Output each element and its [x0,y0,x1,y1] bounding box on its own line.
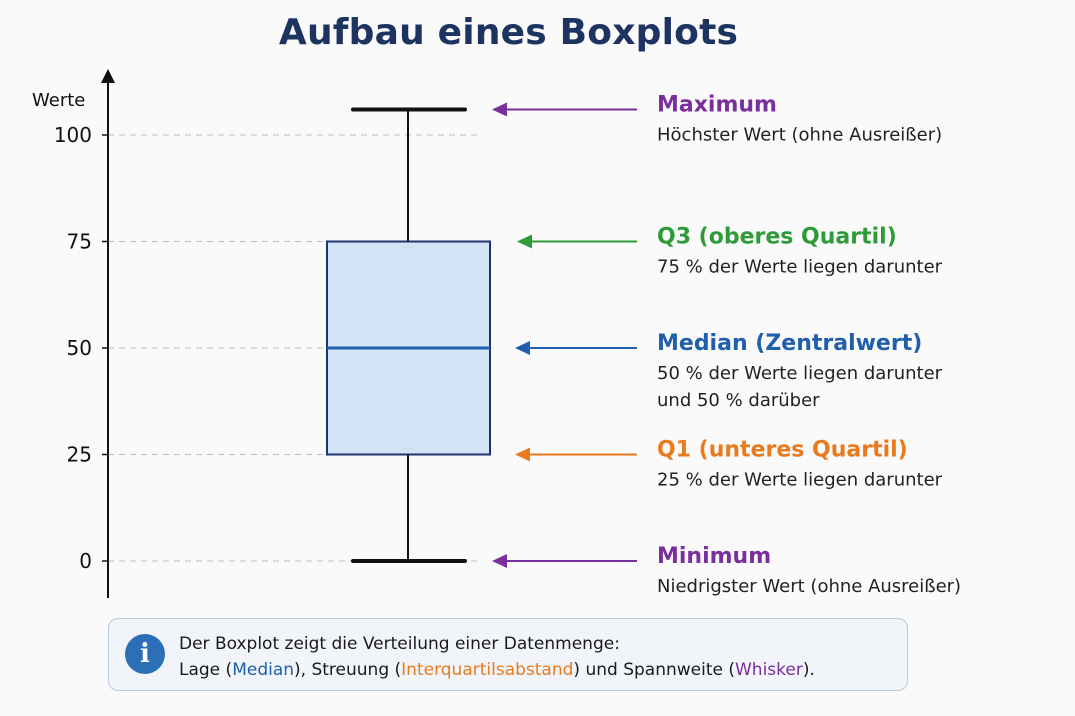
y-tick-label: 50 [67,336,92,360]
info-icon: i [125,634,165,674]
y-axis-label: Werte [32,90,85,111]
info-text: Der Boxplot zeigt die Verteilung einer D… [179,631,815,683]
info-line-2: Lage (Median), Streuung (Interquartilsab… [179,657,815,683]
q3-description: 75 % der Werte liegen darunter [657,257,943,278]
y-tick-label: 75 [67,230,92,254]
minimum-arrow-head [492,554,507,568]
info-iqr-term: Interquartilsabstand [401,660,574,680]
maximum-title: Maximum [657,92,777,117]
q1-description: 25 % der Werte liegen darunter [657,470,943,491]
median-title: Median (Zentralwert) [657,331,922,356]
minimum-description: Niedrigster Wert (ohne Ausreißer) [657,576,961,597]
maximum-description: Höchster Wert (ohne Ausreißer) [657,124,942,145]
info-text-part: ), Streuung ( [294,660,402,680]
maximum-arrow-head [492,102,507,117]
minimum-title: Minimum [657,544,771,569]
info-whisker-term: Whisker [735,660,803,680]
info-text-part: Lage ( [179,660,233,680]
q3-title: Q3 (oberes Quartil) [657,225,897,250]
y-tick-label: 25 [67,443,92,467]
median-description: und 50 % darüber [657,390,820,411]
q1-title: Q1 (unteres Quartil) [657,438,908,463]
info-text-part: ). [802,660,815,680]
median-arrow-head [515,341,530,355]
y-tick-label: 100 [54,123,92,147]
info-median-term: Median [232,660,295,680]
median-description: 50 % der Werte liegen darunter [657,363,943,384]
info-line-1: Der Boxplot zeigt die Verteilung einer D… [179,634,620,654]
info-text-part: ) und Spannweite ( [573,660,735,680]
y-tick-label: 0 [79,549,92,573]
q3-arrow-head [517,234,532,249]
info-box: i Der Boxplot zeigt die Verteilung einer… [108,618,908,691]
q1-arrow-head [515,447,530,462]
page-title: Aufbau eines Boxplots [278,12,739,53]
